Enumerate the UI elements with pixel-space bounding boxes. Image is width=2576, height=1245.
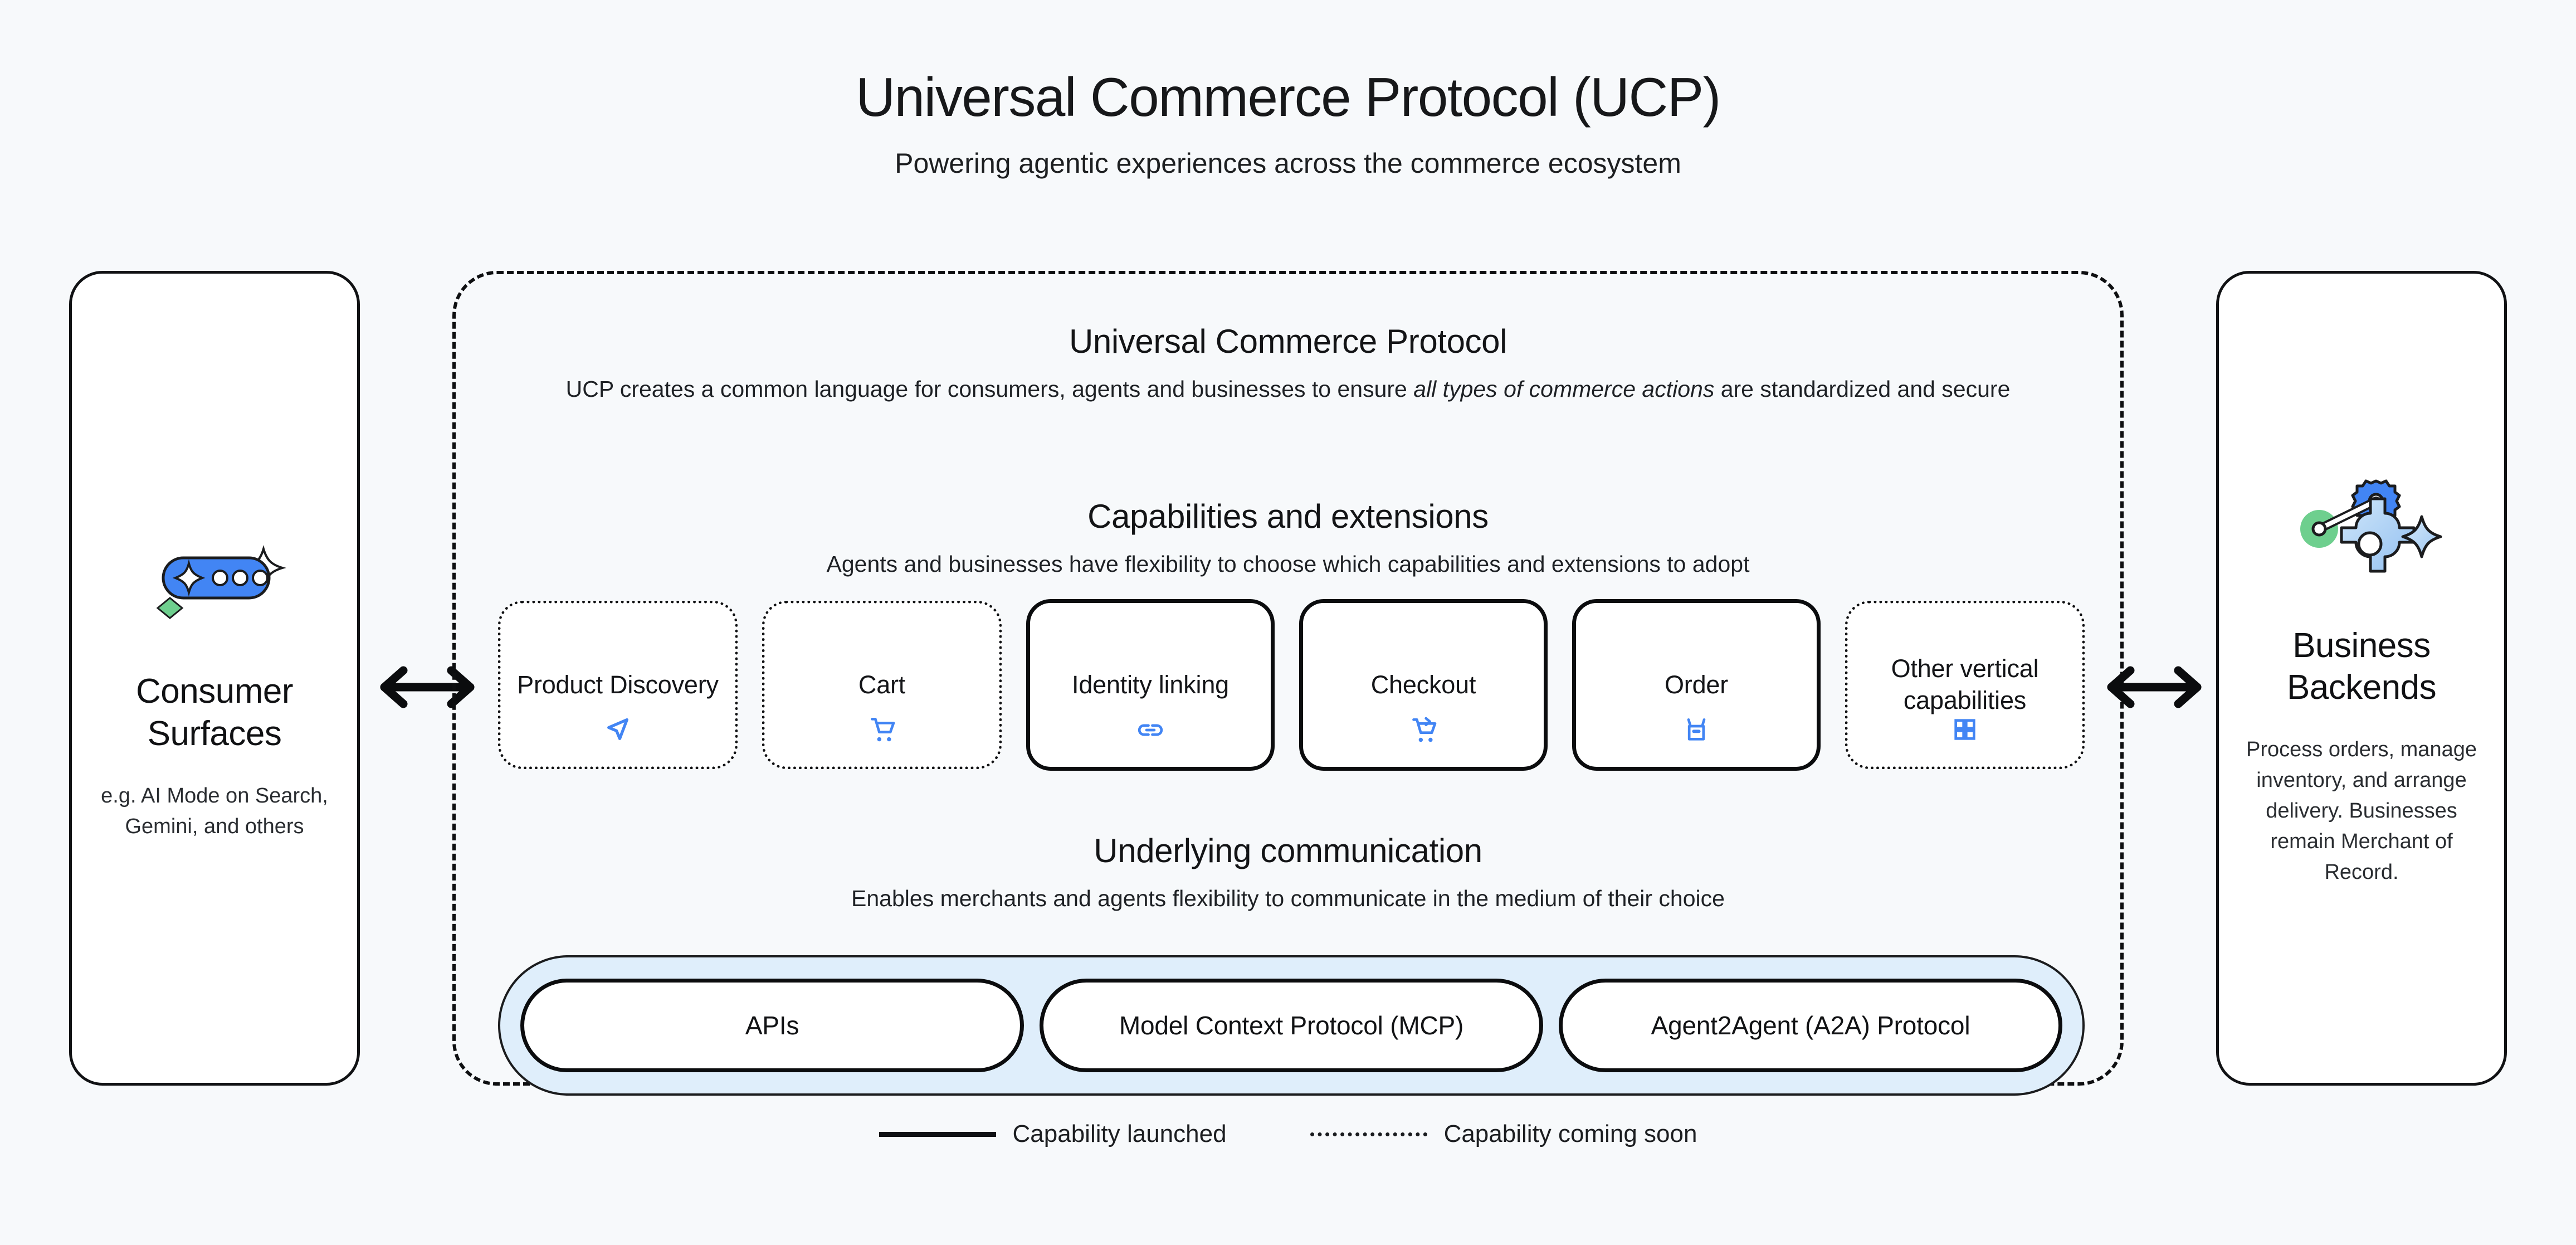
capability-card-other-vertical-capabilities[interactable]: Other vertical capabilities	[1845, 601, 2085, 769]
business-backends-description: Process orders, manage inventory, and ar…	[2246, 737, 2477, 884]
page-subtitle: Powering agentic experiences across the …	[895, 147, 1681, 179]
ucp-container: Universal Commerce Protocol UCP creates …	[452, 271, 2124, 1096]
capability-label: Checkout	[1370, 670, 1476, 699]
link-chain-icon	[1135, 714, 1166, 746]
communication-header: Underlying communication Enables merchan…	[456, 831, 2120, 915]
legend: Capability launched Capability coming so…	[0, 1120, 2576, 1148]
communication-title: Underlying communication	[1094, 832, 1482, 869]
ucp-title: Universal Commerce Protocol	[1069, 323, 1507, 360]
consumer-surfaces-description: e.g. AI Mode on Search, Gemini, and othe…	[101, 784, 328, 838]
business-backends-title: Business Backends	[2286, 626, 2437, 707]
package-box-icon	[1681, 714, 1712, 746]
legend-item-launched: Capability launched	[879, 1120, 1227, 1148]
ucp-description-post: are standardized and secure	[1714, 376, 2011, 402]
capability-card-order[interactable]: Order	[1572, 599, 1821, 771]
capability-label: Other vertical capabilities	[1891, 654, 2039, 714]
grid-squares-icon	[1949, 714, 1980, 745]
capability-label: Cart	[858, 670, 906, 699]
communication-pill-apis[interactable]: APIs	[520, 979, 1024, 1072]
ucp-description: UCP creates a common language for consum…	[456, 373, 2120, 405]
communication-pills-container: APIs Model Context Protocol (MCP) Agent2…	[498, 955, 2085, 1096]
shopping-cart-icon	[866, 714, 897, 745]
gears-settings-icon	[2278, 469, 2445, 591]
communication-subtitle: Enables merchants and agents flexibility…	[851, 886, 1725, 911]
ucp-description-emphasis: all types of commerce actions	[1413, 376, 1715, 402]
capability-cards-row: Product Discovery Cart	[498, 599, 2085, 771]
communication-pill-mcp[interactable]: Model Context Protocol (MCP)	[1040, 979, 1543, 1072]
double-arrow-icon-left	[374, 660, 480, 714]
capability-label: Product Discovery	[517, 670, 719, 699]
cart-checkout-icon	[1408, 714, 1439, 746]
consumer-surfaces-panel: Consumer Surfaces e.g. AI Mode on Search…	[69, 271, 360, 1086]
capability-card-product-discovery[interactable]: Product Discovery	[498, 601, 738, 769]
legend-solid-line-icon	[879, 1131, 996, 1137]
ai-chat-sparkle-icon	[131, 514, 298, 637]
navigation-arrow-icon	[602, 714, 633, 745]
capabilities-subtitle: Agents and businesses have flexibility t…	[826, 551, 1750, 577]
legend-label: Capability launched	[1012, 1120, 1227, 1147]
ucp-header: Universal Commerce Protocol UCP creates …	[456, 322, 2120, 405]
business-backends-panel: Business Backends Process orders, manage…	[2216, 271, 2507, 1086]
legend-label: Capability coming soon	[1443, 1120, 1697, 1147]
capability-card-cart[interactable]: Cart	[762, 601, 1002, 769]
capability-card-checkout[interactable]: Checkout	[1299, 599, 1548, 771]
capability-label: Identity linking	[1072, 670, 1229, 699]
consumer-surfaces-title: Consumer Surfaces	[136, 672, 294, 753]
header: Universal Commerce Protocol (UCP) Poweri…	[0, 66, 2576, 179]
legend-item-coming-soon: Capability coming soon	[1310, 1120, 1697, 1148]
legend-dotted-line-icon	[1310, 1132, 1427, 1136]
page-title: Universal Commerce Protocol (UCP)	[856, 66, 1721, 128]
capabilities-header: Capabilities and extensions Agents and b…	[456, 497, 2120, 580]
communication-pill-a2a[interactable]: Agent2Agent (A2A) Protocol	[1559, 979, 2062, 1072]
double-arrow-icon-right	[2101, 660, 2207, 714]
ucp-description-pre: UCP creates a common language for consum…	[565, 376, 1414, 402]
capability-card-identity-linking[interactable]: Identity linking	[1026, 599, 1275, 771]
capability-label: Order	[1664, 670, 1729, 699]
capabilities-title: Capabilities and extensions	[1087, 498, 1489, 535]
